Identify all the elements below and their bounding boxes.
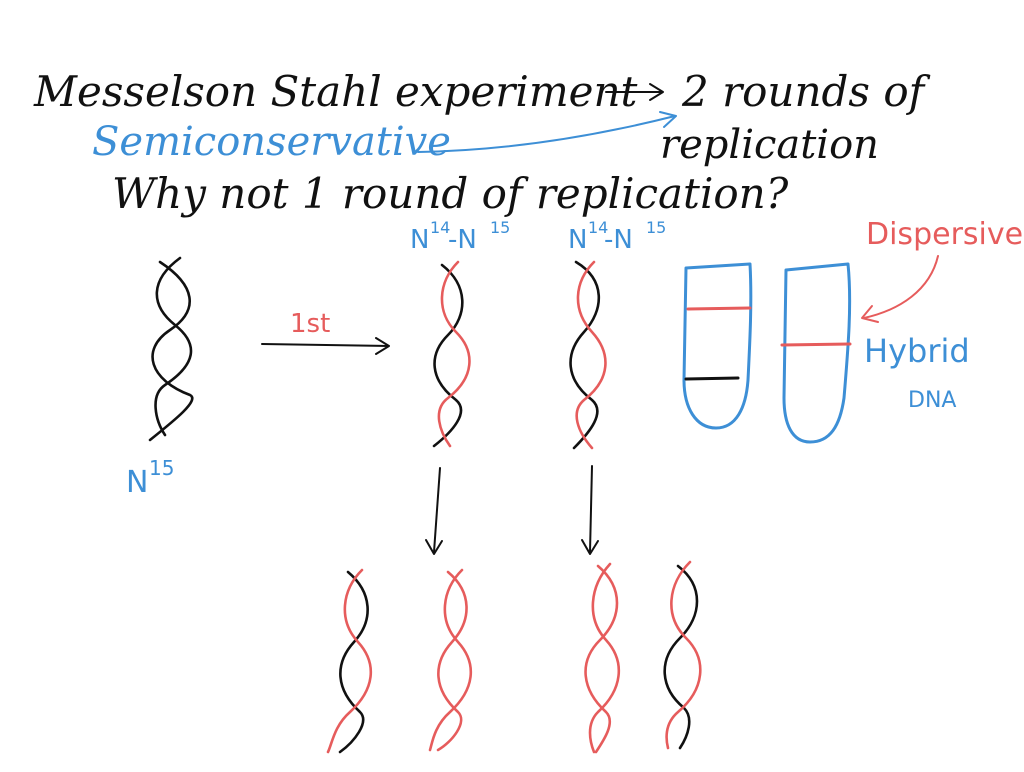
band-light-left xyxy=(684,376,740,381)
parent-dna-helix xyxy=(148,256,194,442)
hybrid-b-sup2: 15 xyxy=(646,218,666,237)
hybrid-label-a: N 14 -N 15 xyxy=(410,218,510,255)
dispersive-label: Dispersive xyxy=(866,217,1023,252)
band-heavy-left xyxy=(686,306,752,311)
hybrid-a-sup2: 15 xyxy=(490,218,510,237)
second-gen-helix-1 xyxy=(326,568,373,754)
hybrid-b-n1: N xyxy=(568,225,587,255)
test-tube-right xyxy=(780,262,852,444)
parent-label-n: N xyxy=(126,465,148,500)
arrow-to-rounds xyxy=(605,83,664,101)
title-line2-left: Semiconservative xyxy=(92,119,451,165)
hybrid-b-sup1: 14 xyxy=(588,218,608,237)
hybrid-label: Hybrid xyxy=(864,332,970,370)
parent-label-sup: 15 xyxy=(149,456,174,480)
first-round-arrow xyxy=(261,337,390,355)
hybrid-a-sep: -N xyxy=(448,225,477,255)
first-gen-helix-b xyxy=(569,260,607,450)
semiconservative-arrow xyxy=(417,111,677,153)
title-line3: Why not 1 round of replication? xyxy=(112,169,789,218)
title-line2-right: replication xyxy=(660,122,879,168)
hybrid-a-n1: N xyxy=(410,225,429,255)
title-line1-left: Messelson Stahl experiment xyxy=(33,67,638,116)
dispersive-arrow xyxy=(861,255,939,323)
down-arrow-b xyxy=(581,465,599,555)
title-line1-right: 2 rounds of xyxy=(681,67,931,116)
first-round-label: 1st xyxy=(290,309,330,339)
hybrid-a-sup1: 14 xyxy=(430,218,450,237)
test-tube-left xyxy=(682,262,753,430)
second-gen-helix-4 xyxy=(663,560,702,750)
parent-label: N 15 xyxy=(126,456,174,500)
second-gen-helix-2 xyxy=(428,568,473,752)
band-hybrid-right xyxy=(780,342,852,347)
hybrid-label-b: N 14 -N 15 xyxy=(568,218,666,255)
first-gen-helix-a xyxy=(432,260,471,448)
second-gen-helix-3 xyxy=(584,562,621,754)
hybrid-b-sep: -N xyxy=(604,225,633,255)
dna-label: DNA xyxy=(908,388,956,413)
down-arrow-a xyxy=(425,467,443,555)
